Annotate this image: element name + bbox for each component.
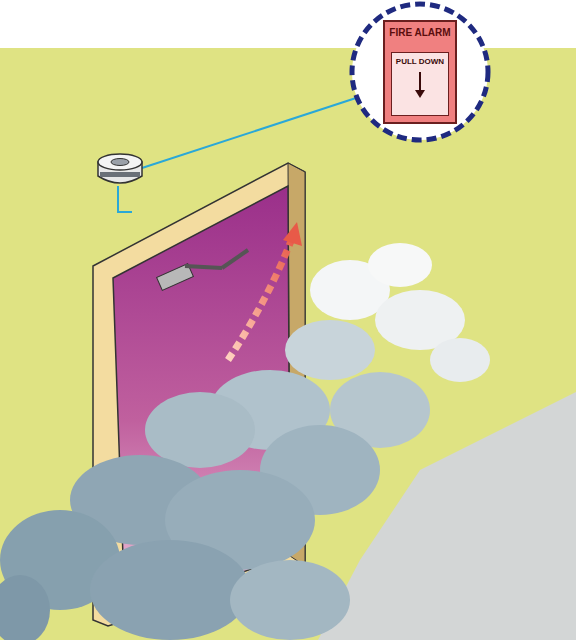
closer-arm [185, 266, 222, 268]
wall [0, 48, 576, 640]
smoke-puff [430, 338, 490, 382]
door-closer [157, 250, 248, 290]
detector-sensor [111, 159, 129, 166]
smoke-detector [98, 154, 142, 183]
pull-station: FIRE ALARM PULL DOWN [383, 20, 457, 124]
arrow-shaft [419, 72, 421, 92]
smoke-puff [230, 560, 350, 640]
alarm-wire [118, 186, 132, 212]
motion-arrow [228, 236, 293, 360]
smoke-puff [285, 320, 375, 380]
down-arrow [410, 70, 430, 100]
detector-top [98, 154, 142, 170]
alarm-wire [142, 98, 356, 168]
smoke-puff [0, 575, 50, 640]
handle-label: PULL DOWN [394, 57, 446, 66]
arrow-head [415, 90, 425, 98]
pull-handle: PULL DOWN [391, 52, 449, 116]
smoke-puff [368, 243, 432, 287]
station-title: FIRE ALARM [387, 27, 453, 38]
smoke [0, 243, 490, 640]
motion-arrowhead [283, 222, 302, 246]
inset-circle [352, 4, 488, 140]
detector-band [100, 172, 140, 177]
smoke-puff [90, 540, 250, 640]
closer-arm [222, 250, 248, 268]
smoke-puff [145, 392, 255, 468]
